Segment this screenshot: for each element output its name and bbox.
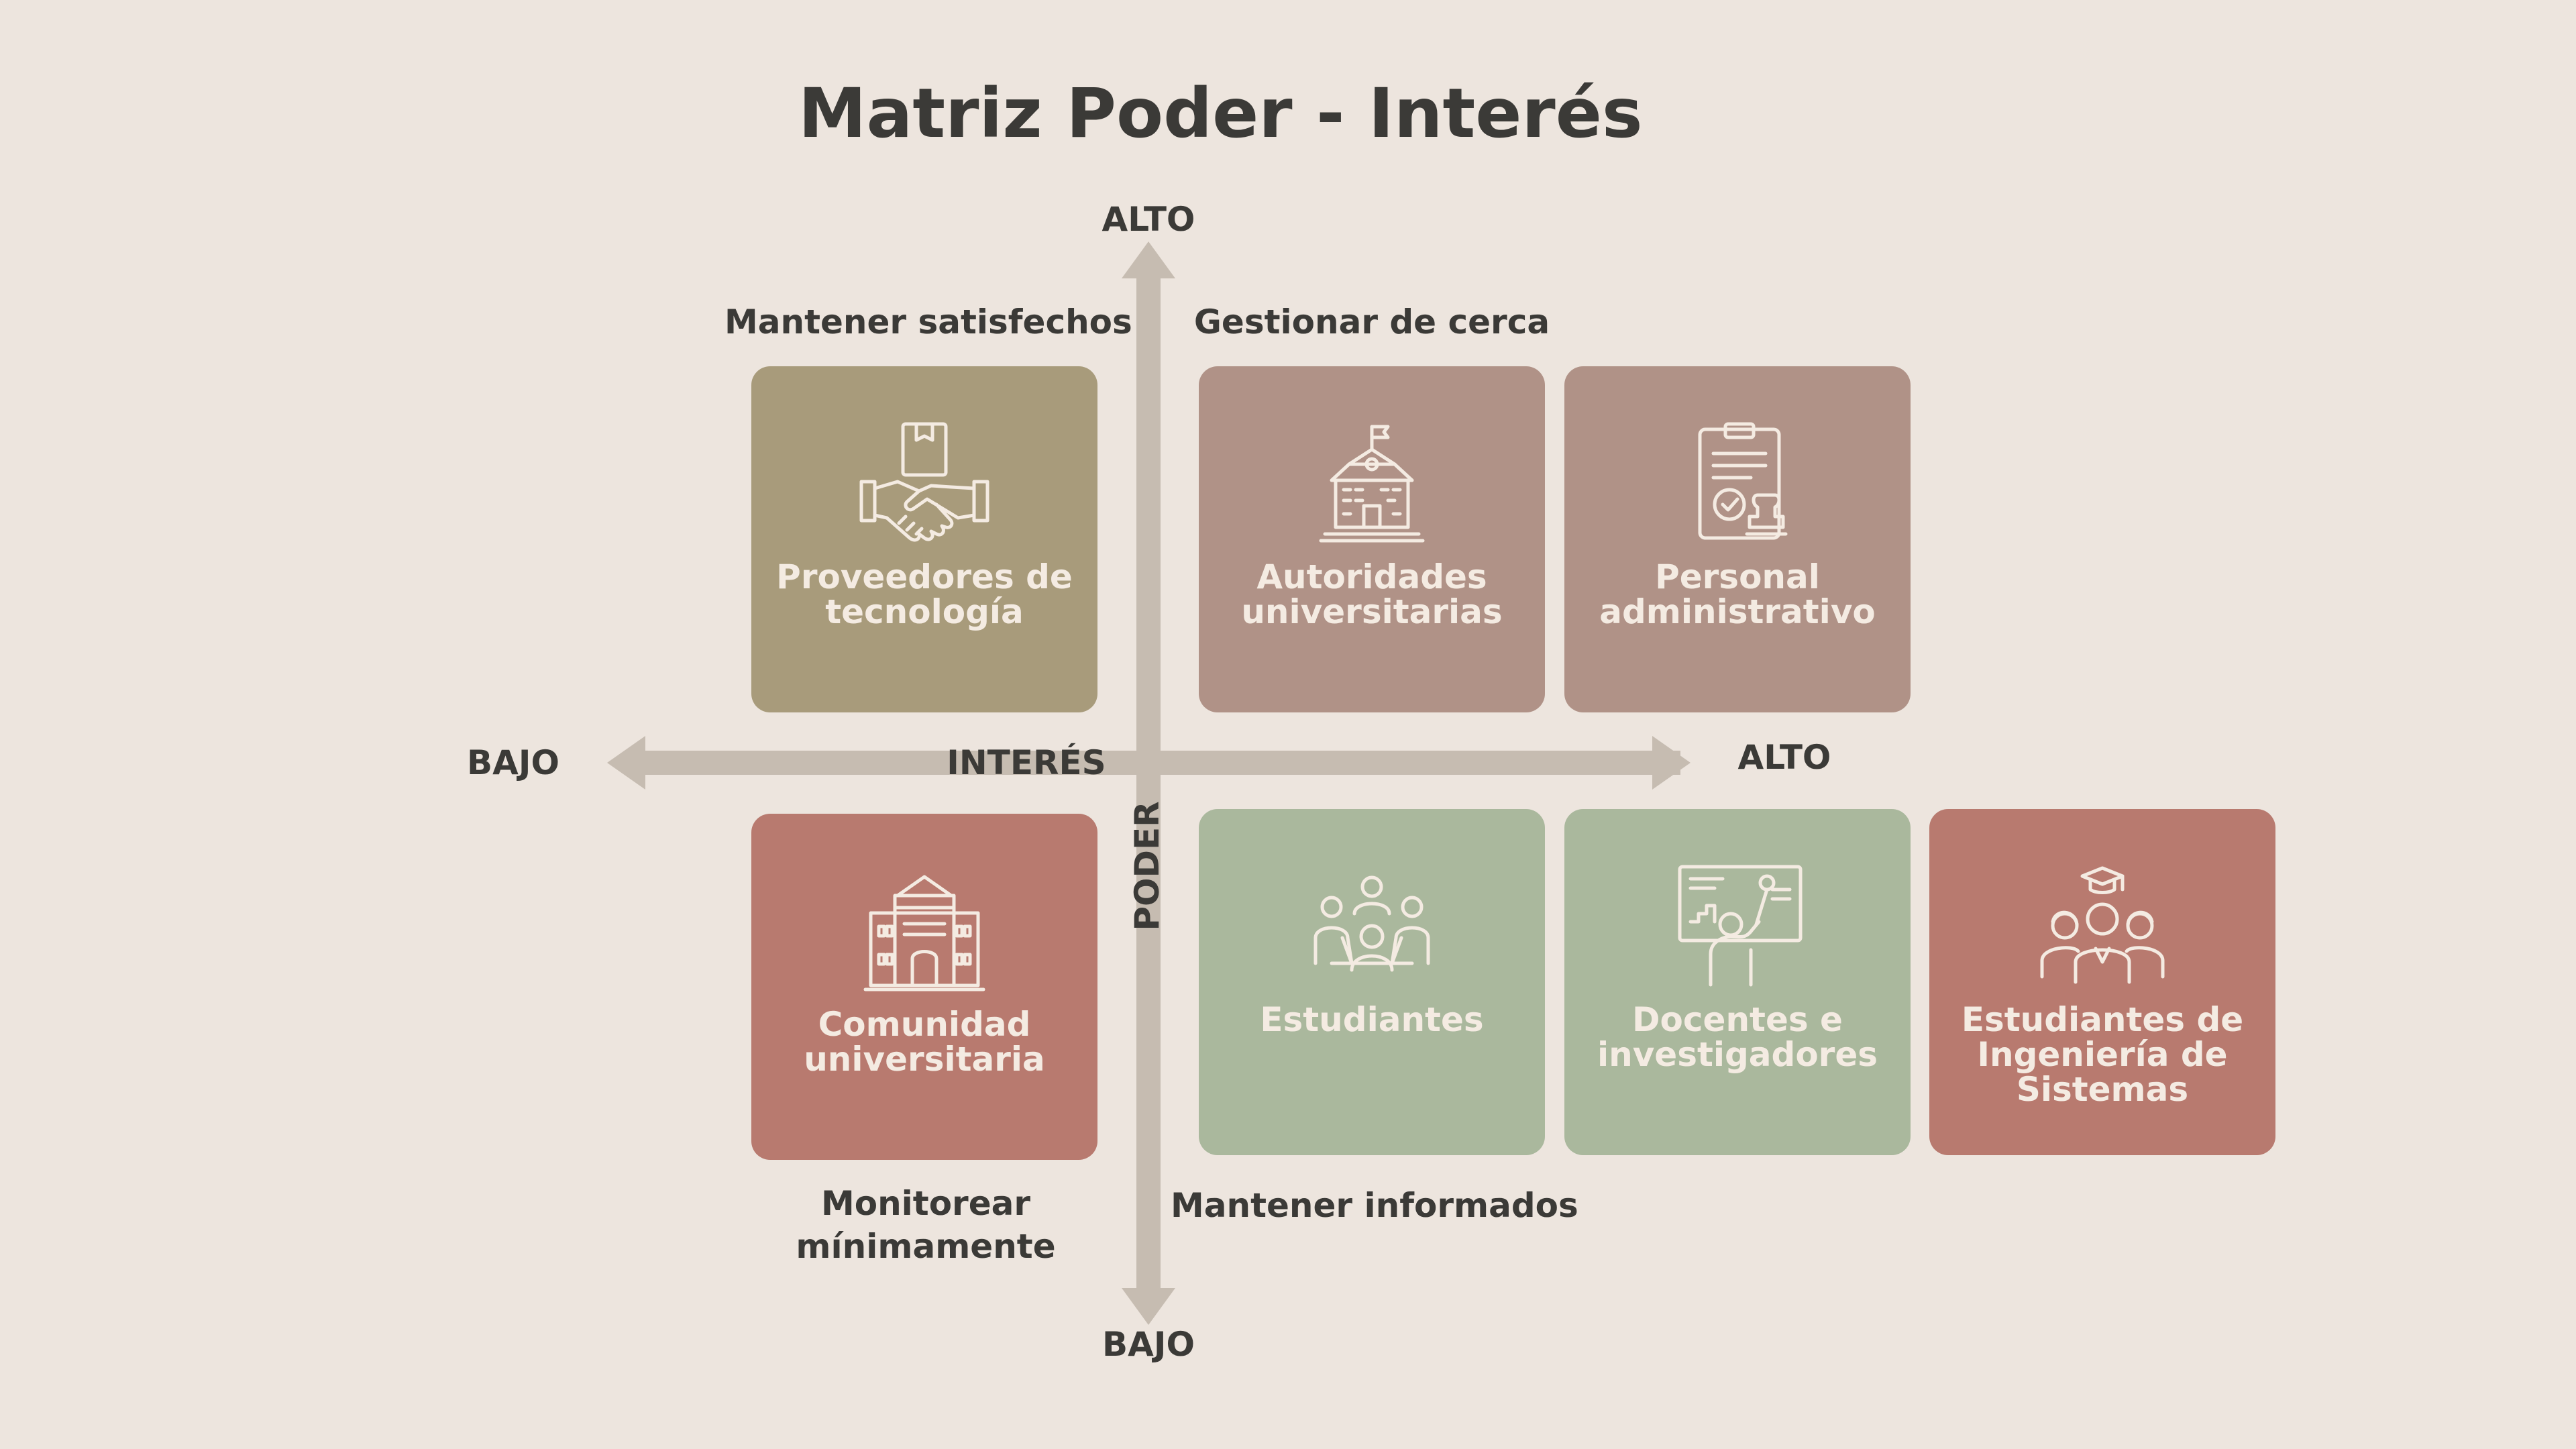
quadrant-label-bottom-right: Mantener informados bbox=[1171, 1186, 1578, 1225]
stakeholder-card-label: Comunidad universitaria bbox=[804, 1005, 1045, 1079]
horizontal-axis-arrow-right bbox=[1652, 736, 1690, 790]
vertical-axis-top-label: ALTO bbox=[1102, 200, 1195, 239]
vertical-axis-line bbox=[1136, 272, 1161, 1301]
vertical-axis-name: PODER bbox=[1128, 801, 1167, 931]
vertical-axis-bottom-label: BAJO bbox=[1102, 1325, 1195, 1364]
stakeholder-card-label: Estudiantes de Ingeniería de Sistemas bbox=[1961, 1000, 2244, 1109]
stakeholder-card-estudiantes-sistemas[interactable]: Estudiantes de Ingeniería de Sistemas bbox=[1929, 809, 2275, 1155]
horizontal-axis-line bbox=[634, 751, 1680, 775]
stakeholder-card-autoridades[interactable]: Autoridades universitarias bbox=[1199, 366, 1545, 712]
vertical-axis-arrow-down bbox=[1122, 1288, 1175, 1325]
clipboard-stamp-icon bbox=[1698, 422, 1788, 540]
stakeholder-card-label: Personal administrativo bbox=[1599, 557, 1876, 631]
stakeholder-card-docentes[interactable]: Docentes e investigadores bbox=[1564, 809, 1911, 1155]
horizontal-axis-arrow-left bbox=[607, 736, 645, 790]
stakeholder-card-proveedores[interactable]: Proveedores de tecnología bbox=[751, 366, 1097, 712]
stakeholder-card-label: Docentes e investigadores bbox=[1597, 1000, 1878, 1074]
school-building-icon bbox=[1319, 425, 1425, 543]
stakeholder-card-personal[interactable]: Personal administrativo bbox=[1564, 366, 1911, 712]
teacher-board-icon bbox=[1678, 865, 1803, 987]
stakeholder-card-label: Autoridades universitarias bbox=[1241, 557, 1503, 631]
quadrant-label-top-right: Gestionar de cerca bbox=[1193, 303, 1550, 341]
stakeholder-card-label: Estudiantes bbox=[1260, 1000, 1484, 1039]
stakeholder-card-estudiantes[interactable]: Estudiantes bbox=[1199, 809, 1545, 1155]
quadrant-label-bottom-left: Monitorear mínimamente bbox=[796, 1184, 1056, 1266]
vertical-axis-arrow-up bbox=[1122, 241, 1175, 278]
stakeholder-card-comunidad[interactable]: Comunidad universitaria bbox=[751, 814, 1097, 1160]
handshake-box-icon bbox=[859, 422, 989, 542]
university-building-icon bbox=[863, 875, 985, 991]
quadrant-label-top-left: Mantener satisfechos bbox=[724, 303, 1132, 341]
horizontal-axis-right-label: ALTO bbox=[1737, 738, 1831, 777]
horizontal-axis-left-label: BAJO bbox=[467, 743, 559, 782]
stakeholder-card-label: Proveedores de tecnología bbox=[776, 557, 1073, 631]
students-meeting-icon bbox=[1313, 875, 1430, 972]
page-title: Matriz Poder - Interés bbox=[798, 74, 1643, 154]
horizontal-axis-name: INTERÉS bbox=[947, 743, 1106, 782]
graduates-group-icon bbox=[2040, 866, 2165, 984]
